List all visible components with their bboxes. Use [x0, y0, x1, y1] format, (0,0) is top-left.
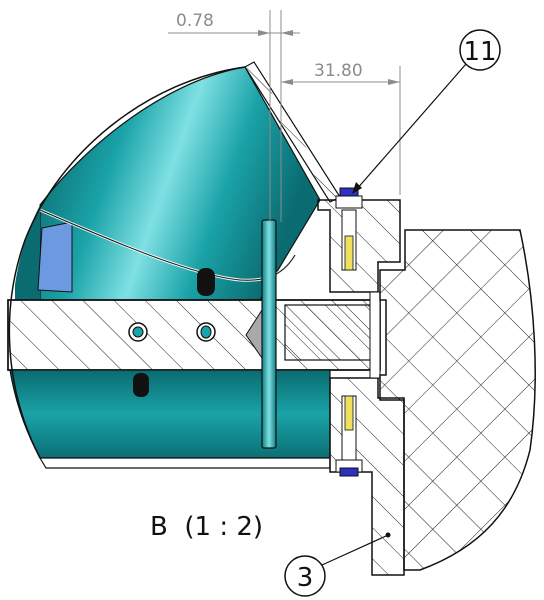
- black-knob-upper: [197, 268, 215, 296]
- screw-lower: [335, 395, 363, 477]
- balloon-11: 11: [352, 29, 501, 194]
- dimension-gap-text: 0.78: [176, 11, 214, 31]
- black-knob-lower: [133, 373, 149, 397]
- balloon-3: 3: [284, 532, 391, 597]
- dimension-offset-text: 31.80: [314, 61, 363, 81]
- blue-side-panel: [37, 221, 73, 293]
- screw-upper: [335, 187, 363, 271]
- view-label: B (1 : 2): [150, 512, 263, 542]
- horizontal-shaft: [7, 299, 381, 371]
- shaft-hole-2: [196, 322, 216, 342]
- vertical-disc: [261, 219, 277, 449]
- lower-teal-housing: [9, 369, 331, 469]
- balloon-3-text: 3: [297, 563, 314, 593]
- crosshatched-wall: [379, 229, 536, 571]
- shaft-hole-1: [128, 322, 148, 342]
- upper-teal-housing: [15, 66, 321, 301]
- dimension-offset: 31.80: [281, 61, 401, 195]
- shaft-bore: [284, 304, 376, 361]
- detail-boundary: [8, 66, 246, 459]
- balloon-11-text: 11: [463, 37, 496, 67]
- dimension-gap: 0.78: [168, 10, 300, 222]
